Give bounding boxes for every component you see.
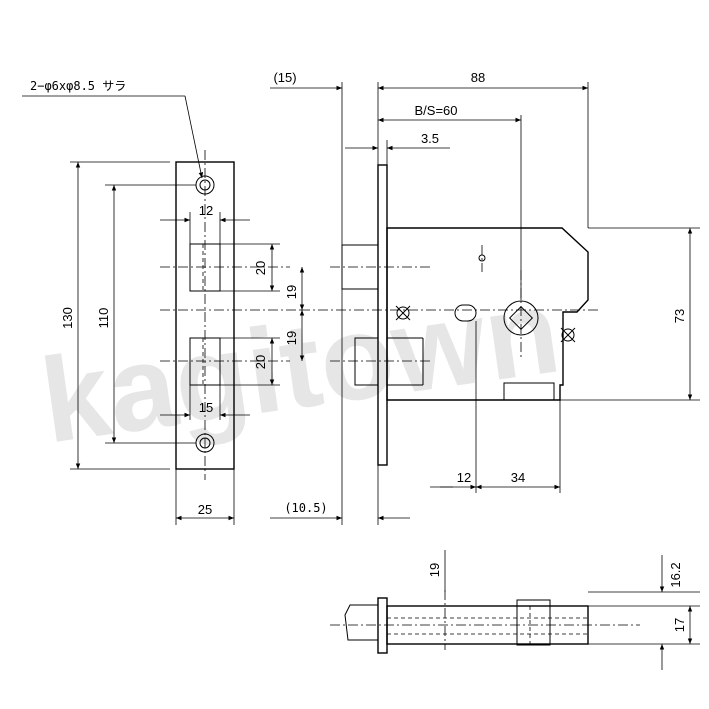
- lock-body-view: [300, 164, 600, 466]
- dim-34-label: 34: [511, 470, 525, 485]
- bottom-tab: [503, 382, 555, 401]
- dim-12-bottom-label: 12: [457, 470, 471, 485]
- dim-19-bottom-label: 19: [427, 563, 442, 577]
- dim-20-upper-label: 20: [253, 261, 268, 275]
- screw-right-icon: [561, 328, 575, 342]
- hole-note-label: 2−φ6xφ8.5 サラ: [30, 79, 126, 93]
- slot: [454, 304, 477, 322]
- bottom-latch: [344, 604, 378, 641]
- dim-17-label: 17: [672, 618, 687, 632]
- dim-15-projection-label: (15): [273, 70, 296, 85]
- dim-3-5-label: 3.5: [421, 131, 439, 146]
- dim-backset-label: B/S=60: [414, 103, 457, 118]
- screw-left-icon: [396, 306, 410, 320]
- dim-110-label: 110: [96, 308, 111, 329]
- dim-88-label: 88: [471, 70, 485, 85]
- strike-plate-view: [160, 150, 300, 480]
- dim-16-2-label: 16.2: [668, 562, 683, 587]
- dim-12-top-label: 12: [199, 203, 213, 218]
- dim-15-label: 15: [199, 400, 213, 415]
- watermark-text: kagitown: [34, 263, 568, 468]
- bottom-view: [330, 590, 640, 654]
- dim-10-5-label: (10.5): [284, 501, 327, 515]
- dim-19-upper-label: 19: [284, 285, 299, 299]
- latch-bolt: [341, 244, 379, 290]
- dim-73-label: 73: [672, 309, 687, 323]
- dim-25-label: 25: [198, 502, 212, 517]
- deadbolt: [354, 337, 379, 386]
- bottom-tab-view: [516, 599, 551, 646]
- dim-20-lower-label: 20: [253, 355, 268, 369]
- dim-130-label: 130: [60, 307, 75, 329]
- lock-case: [386, 227, 589, 401]
- dim-19-lower-label: 19: [284, 331, 299, 345]
- bottom-faceplate: [377, 597, 388, 654]
